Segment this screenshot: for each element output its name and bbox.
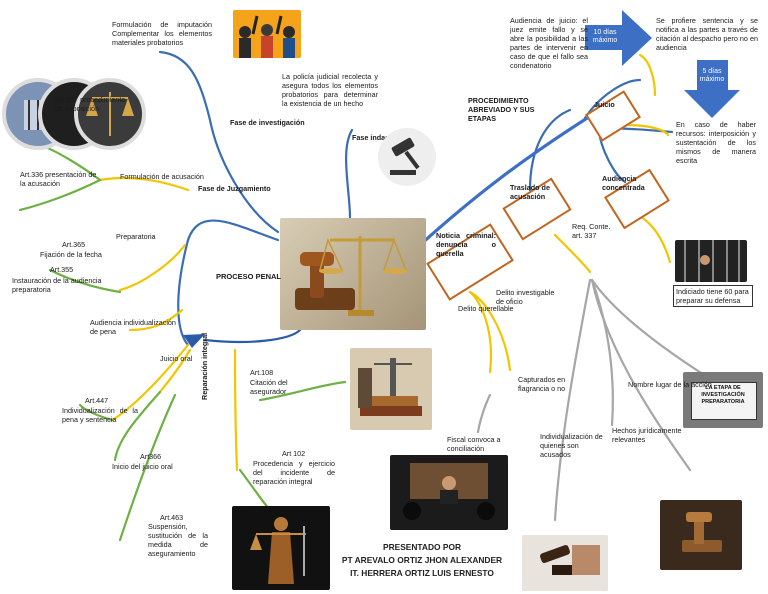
juicio-oral-line-2 [110, 343, 190, 422]
scale-gavel-center-image [280, 218, 426, 330]
acusacion-line [98, 176, 190, 192]
cinco-dias-label: 5 días máximo [699, 68, 725, 83]
individualizacion-line [128, 308, 184, 332]
juicio-sentencia-line [638, 53, 657, 97]
procedimiento-arrow [418, 108, 601, 247]
fase-juzgamiento-label: Fase de Juzgamiento [198, 184, 271, 193]
gavel-icon-image [378, 128, 436, 186]
diez-dias-arrow [585, 10, 652, 66]
imputacion-note: Formulación de imputación Complementar l… [112, 20, 212, 47]
art108-line [258, 380, 347, 402]
credits: PRESENTADO POR PT AREVALO ORTIZ JHON ALE… [332, 541, 512, 580]
audiencia-juicio-note: Audiencia de juicio: el juez emite fallo… [510, 16, 588, 70]
traslado-label: Traslado de acusación [510, 183, 550, 201]
hand-gavel-image [522, 535, 608, 591]
art336-note: Art.336 presentación de la acusación [20, 170, 97, 188]
reparacion-label: Reparación integral [200, 332, 209, 400]
recursos-note: En caso de haber recursos: interposición… [676, 120, 756, 165]
art355-note: Instauración de la audiencia preparatori… [12, 276, 102, 294]
noticia-gray-line-1 [553, 278, 592, 522]
fase-investigacion-label: Fase de investigación [230, 118, 305, 127]
fiscal-note: Fiscal convoca a conciliación [447, 435, 501, 453]
art108-title: Art.108 [250, 368, 274, 377]
cinco-dias-arrow [684, 60, 740, 118]
individualizacion-note: Audiencia individualización de pena [90, 318, 176, 336]
art108-note: Citación del asegurador [250, 378, 288, 396]
juicio-recursos-line [623, 123, 670, 137]
diez-dias-label: 10 días máximo [592, 29, 618, 44]
protest-image [233, 10, 301, 58]
juicio-oral-line [158, 348, 192, 394]
art365-title: Art.365 [62, 240, 86, 249]
art355-title: Art.355 [50, 265, 74, 274]
noticia-label: Noticia criminal: denuncia o querella [436, 231, 496, 258]
branch-traslado-line [528, 108, 572, 192]
art102-note: Procedencia y ejercicio del incidente de… [253, 459, 335, 486]
procedimiento-label: PROCEDIMIENTO ABREVIADO Y SUS ETAPAS [468, 96, 535, 123]
art366-title: Art366 [140, 452, 162, 461]
querellable-line [468, 290, 512, 372]
req-conte-note: Req. Conte. art. 337 [572, 222, 611, 240]
fase-indagacion-label: Fase indagación [352, 133, 409, 142]
juicio-label: Juicio [594, 100, 615, 109]
credits-line-3: IT. HERRERA ORTIZ LUIS ERNESTO [350, 568, 494, 578]
indiciado-note: Indiciado tiene 60 para preparar su defe… [673, 285, 753, 307]
branch-investigacion-line [158, 50, 280, 234]
art447-title: Art.447 [85, 396, 109, 405]
capturados-note: Capturados en flagrancia o no [518, 375, 566, 393]
art336-line [18, 178, 102, 212]
juicio-oral-note: Juicio oral [160, 354, 193, 363]
noticia-gray-line-4 [590, 278, 614, 427]
delito-investigable-note: Delito investigable de oficio [496, 288, 555, 306]
credits-line-1: PRESENTADO POR [382, 542, 462, 552]
req-conte-line [553, 233, 592, 274]
art355-line [48, 268, 122, 294]
jail-image [675, 240, 747, 282]
courtroom-image [390, 455, 508, 530]
branch-juzgamiento-line [177, 219, 280, 347]
concentrada-label: Audiencia concentrada [602, 174, 645, 192]
acusacion-note: Formulación de acusación [120, 172, 204, 181]
hechos-note: Hechos jurídicamente relevantes [612, 426, 682, 444]
preparatoria-line [118, 243, 187, 292]
art365-note: Fijación de la fecha [40, 250, 102, 259]
art463-line [118, 393, 177, 542]
reparacion-line-2 [233, 348, 239, 472]
art102-title: Art 102 [282, 449, 306, 458]
policia-note: La policía judicial recolecta y asegura … [282, 72, 378, 108]
art463-title: Art.463 [160, 513, 184, 522]
individualizacion-acusados-note: Individualización de quienes son acusado… [540, 432, 603, 459]
judge-gavel-image [660, 500, 742, 570]
art447-line [78, 403, 114, 422]
art447-note: Individualización de la pena y sentencia [62, 406, 138, 424]
noticia-gray-line-2 [590, 278, 692, 472]
branch-indagacion-line [345, 128, 354, 220]
preparatoria-note: Preparatoria [116, 232, 156, 241]
delito-querellable-note: Delito querellable [458, 304, 514, 313]
sign-image: LA ETAPA DE INVESTIGACIÓN PREPARATORIA [683, 372, 763, 428]
sentencia-note: Se profiere sentencia y se notifica a la… [656, 16, 758, 52]
fiscal-gray-line [476, 393, 492, 434]
juzgamiento-arrowhead [183, 334, 205, 348]
art463-note: Suspensión, sustitución de la medida de … [148, 522, 208, 558]
lady-justice-image [232, 506, 330, 590]
credits-line-2: PT AREVALO ORTIZ JHON ALEXANDER [341, 555, 503, 565]
art337-note: Art.337 procedimiento de exposición [55, 95, 126, 113]
sign-text: LA ETAPA DE INVESTIGACIÓN PREPARATORIA [701, 385, 745, 405]
justice-circles-image [2, 78, 147, 150]
nombre-lugar-note: Nombre lugar de la acción [628, 380, 712, 389]
branch-reparacion-line [203, 328, 302, 344]
art366-note: Inicio del juicio oral [112, 462, 173, 471]
law-books-image [350, 348, 432, 430]
center-title: PROCESO PENAL [216, 272, 282, 281]
art366-line [113, 390, 162, 462]
